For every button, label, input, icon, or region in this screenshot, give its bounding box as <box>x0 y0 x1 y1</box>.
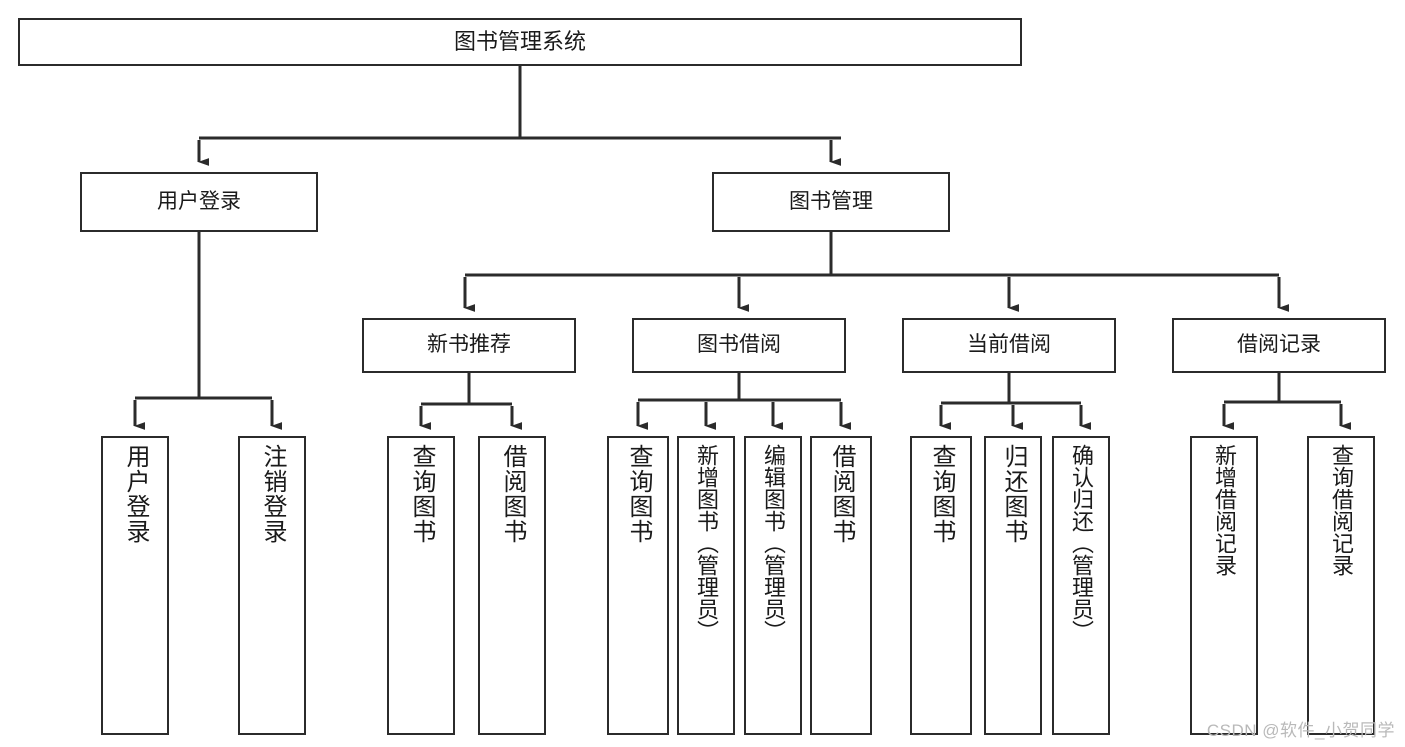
node-current-borrow[interactable]: 当前借阅 <box>902 318 1116 373</box>
node-label: 借阅图书 <box>499 444 526 544</box>
leaf-query-book-borrow[interactable]: 查询图书 <box>607 436 669 735</box>
leaf-edit-book-admin[interactable]: 编辑图书（管理员） <box>744 436 802 735</box>
node-borrow-records[interactable]: 借阅记录 <box>1172 318 1386 373</box>
node-label: 新增借阅记录 <box>1212 444 1237 576</box>
leaf-return-book[interactable]: 归还图书 <box>984 436 1042 735</box>
leaf-add-borrow-record[interactable]: 新增借阅记录 <box>1190 436 1258 735</box>
node-label: 查询图书 <box>408 444 435 544</box>
node-label: 查询借阅记录 <box>1329 444 1354 576</box>
leaf-confirm-return-admin[interactable]: 确认归还（管理员） <box>1052 436 1110 735</box>
watermark-text: CSDN @软件_小贺同学 <box>1206 721 1395 740</box>
node-label: 查询图书 <box>928 444 955 544</box>
node-label: 编辑图书（管理员） <box>761 444 786 642</box>
node-label: 图书借阅 <box>697 333 781 357</box>
leaf-logout[interactable]: 注销登录 <box>238 436 306 735</box>
node-label: 图书管理 <box>789 189 873 213</box>
node-label: 用户登录 <box>157 189 241 213</box>
node-user-login[interactable]: 用户登录 <box>80 172 318 232</box>
node-label: 归还图书 <box>1000 444 1027 544</box>
node-label: 新书推荐 <box>427 333 511 357</box>
node-label: 查询图书 <box>625 444 652 544</box>
node-book-borrow[interactable]: 图书借阅 <box>632 318 846 373</box>
node-label: 注销登录 <box>259 444 286 544</box>
node-book-management[interactable]: 图书管理 <box>712 172 950 232</box>
leaf-query-book-recommend[interactable]: 查询图书 <box>387 436 455 735</box>
leaf-borrow-book-recommend[interactable]: 借阅图书 <box>478 436 546 735</box>
node-label: 当前借阅 <box>967 333 1051 357</box>
leaf-borrow-book-borrow[interactable]: 借阅图书 <box>810 436 872 735</box>
node-new-book-recommend[interactable]: 新书推荐 <box>362 318 576 373</box>
leaf-query-borrow-record[interactable]: 查询借阅记录 <box>1307 436 1375 735</box>
node-label: 图书管理系统 <box>453 29 586 55</box>
leaf-query-book-current[interactable]: 查询图书 <box>910 436 972 735</box>
node-label: 用户登录 <box>122 444 149 544</box>
node-label: 借阅图书 <box>828 444 855 544</box>
node-root[interactable]: 图书管理系统 <box>18 18 1022 66</box>
node-label: 新增图书（管理员） <box>694 444 719 642</box>
node-label: 借阅记录 <box>1237 333 1321 357</box>
leaf-user-login[interactable]: 用户登录 <box>101 436 169 735</box>
leaf-add-book-admin[interactable]: 新增图书（管理员） <box>677 436 735 735</box>
node-label: 确认归还（管理员） <box>1069 444 1094 642</box>
